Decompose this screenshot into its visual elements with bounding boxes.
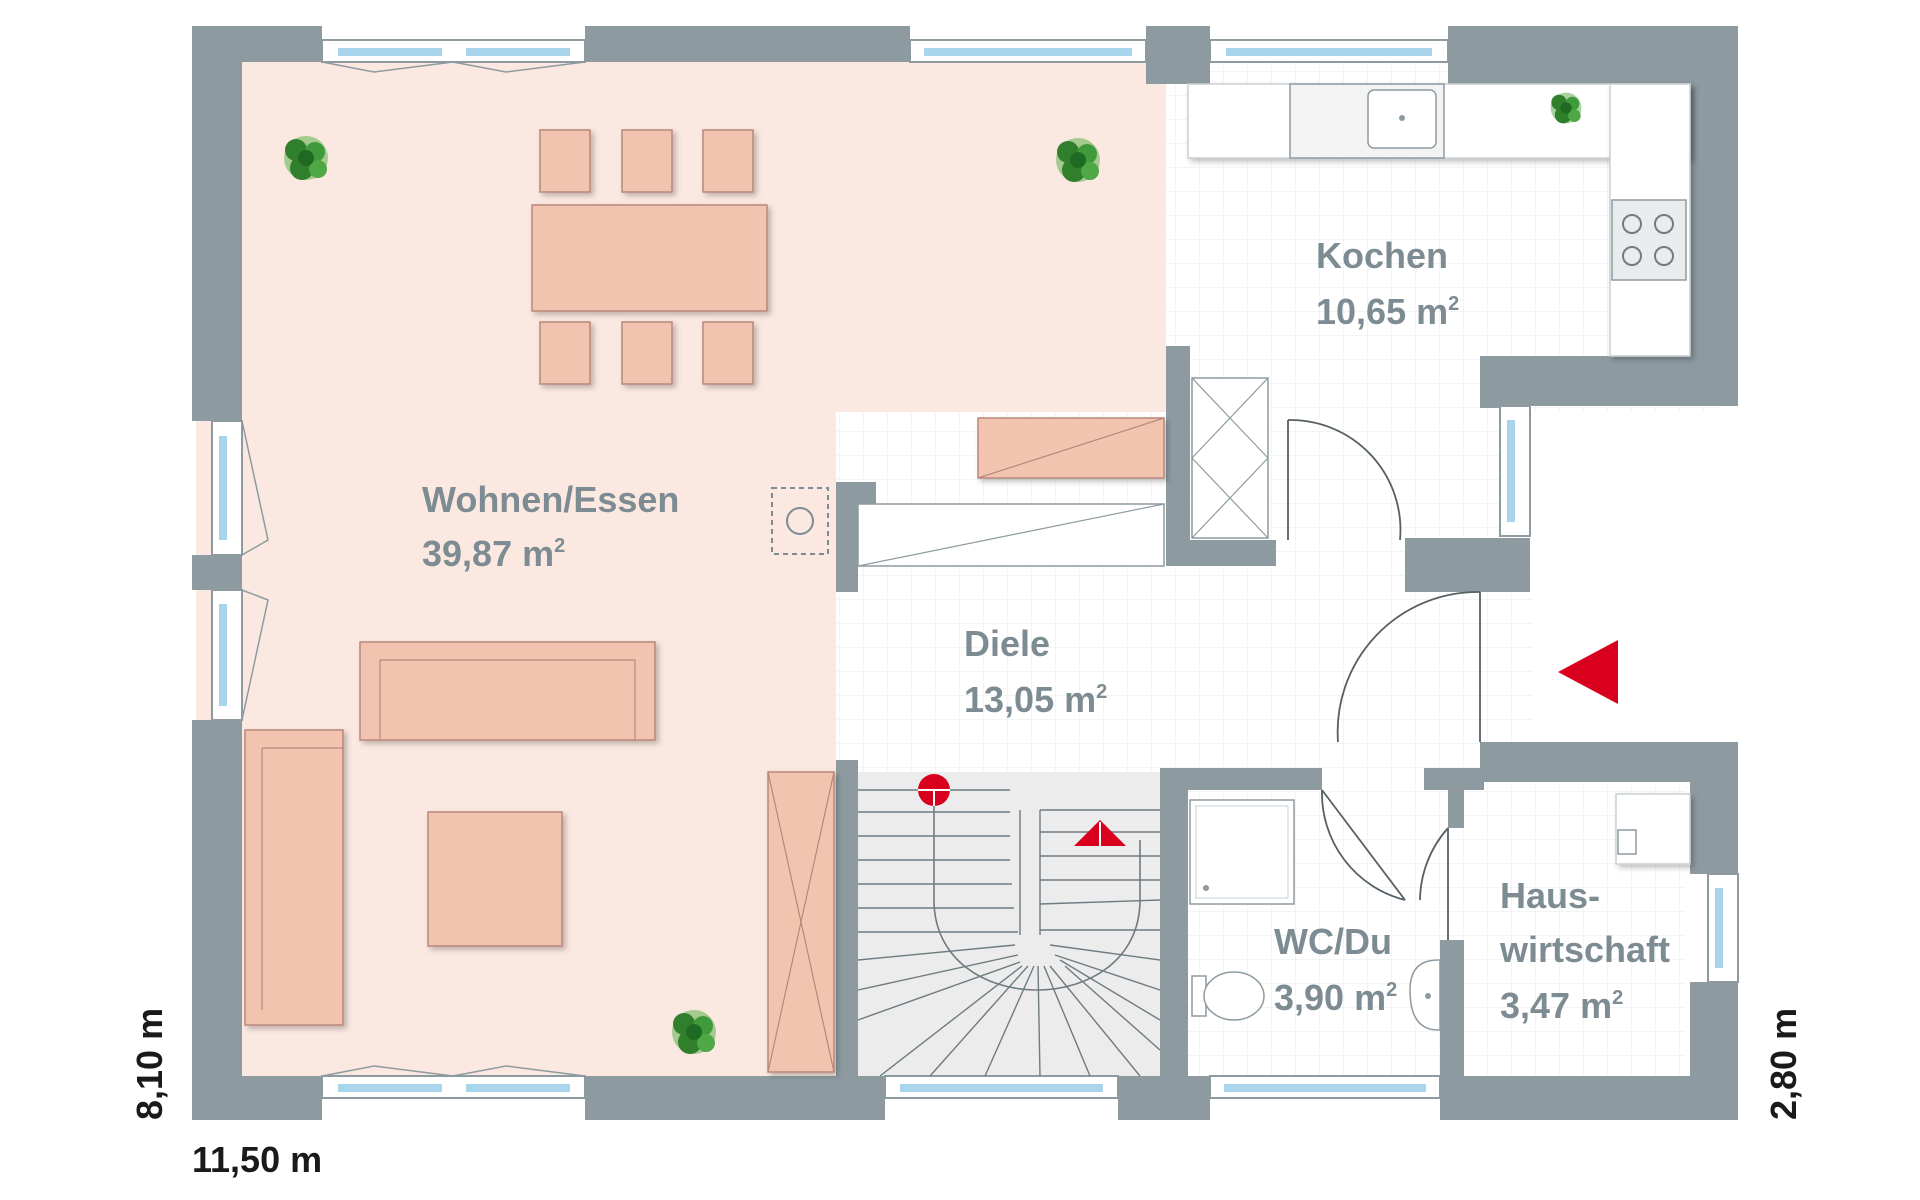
wall-left-upper [192,26,242,421]
stair-up-icon [1074,820,1126,846]
wall-wc-top [1160,768,1322,790]
window-left-lower [211,589,269,721]
wall-hwr-right-lower [1690,982,1738,1120]
wc-sink-icon [1409,959,1441,1031]
dimension-side: 2,80 m [1763,1008,1804,1120]
room-name-kochen: Kochen [1316,235,1448,276]
chair [539,129,591,193]
furniture-details [261,417,1165,1073]
chair [702,321,754,385]
plant-icon [672,1010,716,1054]
pantry-cabinet [1191,377,1269,539]
wall-bottom-right [1440,1076,1738,1120]
window-top-kitchen [1209,39,1449,63]
wall-stair-left [836,482,858,592]
sofa [359,641,656,741]
window-bottom-left [321,1065,586,1099]
room-area-kochen: 10,65 m2 [1316,291,1459,332]
wall-bottom-stair [1118,1076,1210,1120]
wall-left-lower [192,720,242,1120]
chair [621,321,673,385]
bathroom-fixtures [1189,799,1441,1031]
wall-left-mid [192,555,242,590]
room-area-wc: 3,90 m2 [1274,977,1397,1018]
entrance-arrow-icon [1558,640,1618,704]
living-furniture [244,129,1165,1073]
room-name-hwr-line2: wirtschaft [1499,929,1670,970]
plant-icon [1550,92,1582,124]
kitchen-units [1187,83,1691,539]
wall-wc-hwr [1440,940,1464,1078]
door-hwr [1419,827,1449,940]
wall-hall-top [1166,540,1276,566]
sofa-side [244,729,344,1026]
utility-appliance [1617,829,1637,855]
window-right-hwr [1707,873,1739,983]
window-top-left [321,39,586,73]
wall-top-kitchen-corner [1146,26,1210,84]
doors [1287,419,1481,940]
wall-stair-left-lower [836,760,858,1076]
wall-top-right [1448,26,1738,84]
shower-icon [1189,799,1295,905]
wall-hwr-stub [1448,768,1464,828]
wall-bottom-mid [585,1076,885,1120]
wall-right-kitchen [1690,26,1738,406]
wall-stair-left-top [836,482,876,504]
sink-icon [1289,83,1445,159]
stair-floor [858,772,1160,1077]
room-area-wohnen: 39,87 m2 [422,533,565,574]
room-name-wohnen: Wohnen/Essen [422,479,679,520]
room-name-hwr-line1: Haus- [1500,875,1600,916]
room-name-wc: WC/Du [1274,921,1392,962]
wall-bottom-left [192,1076,322,1120]
window-top-kitchen-left [909,39,1147,63]
wall-kitchen-step [1480,356,1526,408]
dimension-height: 8,10 m [129,1008,170,1120]
windows [211,39,1739,1099]
plant-icon [1056,138,1100,182]
window-bottom-wc [1209,1075,1441,1099]
dimension-labels: 11,50 m 8,10 m 2,80 m [129,1008,1804,1180]
coffee-table [427,811,563,947]
chimney [771,487,829,555]
wall-wc-left [1160,768,1188,1078]
chair [539,321,591,385]
room-area-hwr: 3,47 m2 [1500,985,1623,1026]
door-kitchen [1287,419,1402,541]
window-left-upper [211,420,269,556]
window-bottom-stair [884,1075,1119,1099]
room-labels: Wohnen/Essen 39,87 m2 Kochen 10,65 m2 Di… [422,235,1670,1026]
staircase [857,778,1161,1077]
plant-icon [284,136,328,180]
door-entrance [1336,591,1481,743]
cooktop-icon [1611,199,1687,281]
toilet-icon [1191,971,1265,1021]
stair-start-icon [918,774,950,806]
wall-kitchen-living [1166,346,1190,566]
room-name-diele: Diele [964,623,1050,664]
chair [702,129,754,193]
wall-top-mid [585,26,910,62]
chair [621,129,673,193]
dimension-width: 11,50 m [192,1139,322,1180]
door-wc [1321,789,1406,901]
wall-hwr-right-upper [1690,742,1738,874]
dining-table [531,204,768,312]
window-right-entrance [1499,405,1531,537]
wall-entrance-jamb [1405,538,1530,592]
room-area-diele: 13,05 m2 [964,679,1107,720]
utility-fixtures [1615,793,1691,865]
stair-closet [857,503,1165,567]
